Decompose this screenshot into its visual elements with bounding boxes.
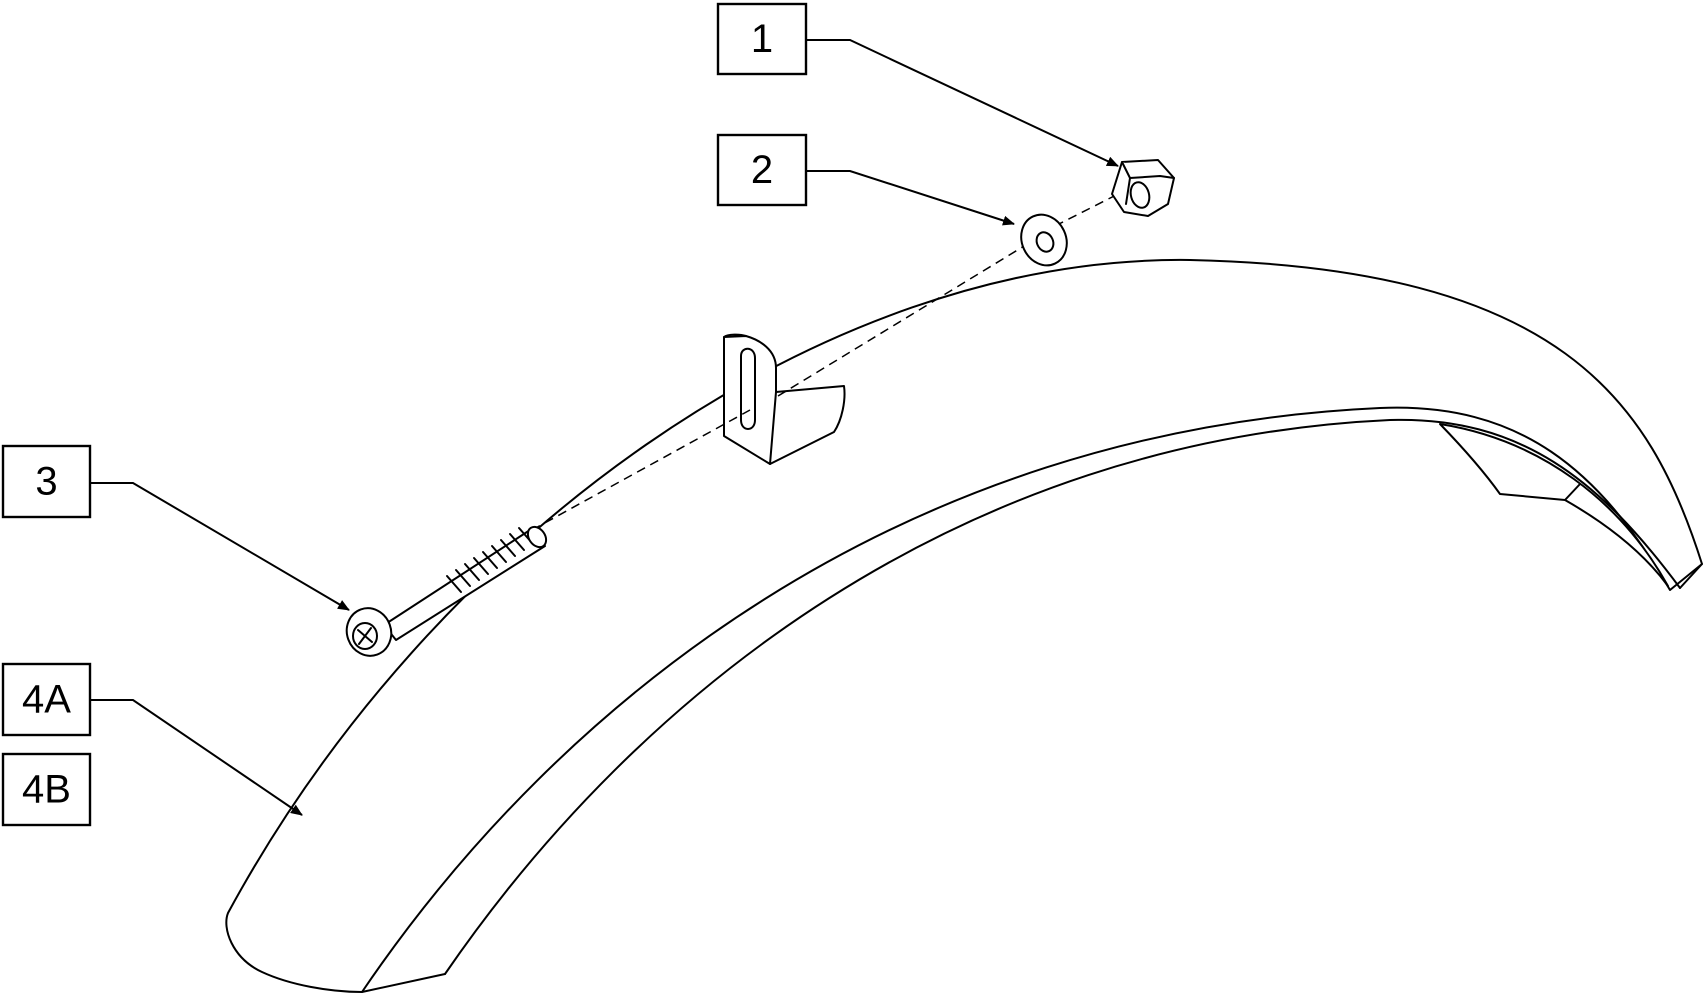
callout-box-3 xyxy=(1,444,92,519)
washer-part xyxy=(1020,213,1068,267)
screw-part xyxy=(345,525,548,657)
callout-box-2 xyxy=(716,133,808,207)
leader-3 xyxy=(90,482,350,611)
assembly-axis xyxy=(531,187,1131,531)
callout-box-1 xyxy=(716,2,808,76)
callout-box-4a xyxy=(1,662,92,737)
callout-1: 1 xyxy=(716,2,808,76)
leader-1 xyxy=(806,39,1119,167)
callout-4b: 4B xyxy=(1,752,92,827)
callout-label-3: 3 xyxy=(35,460,57,504)
callout-label-4b: 4B xyxy=(22,768,71,812)
callout-3: 3 xyxy=(1,444,92,519)
hex-nut-part xyxy=(1111,159,1175,217)
leader-4 xyxy=(90,699,303,816)
callout-box-4b xyxy=(1,752,92,827)
mounting-bracket xyxy=(723,333,846,465)
leader-2 xyxy=(806,170,1015,226)
callout-2: 2 xyxy=(716,133,808,207)
callout-label-1: 1 xyxy=(751,17,773,61)
callout-4a: 4A xyxy=(1,662,92,737)
callout-label-4a: 4A xyxy=(22,678,71,722)
leader-lines xyxy=(90,39,1119,816)
fender-part xyxy=(225,258,1703,993)
callout-label-2: 2 xyxy=(751,148,773,192)
